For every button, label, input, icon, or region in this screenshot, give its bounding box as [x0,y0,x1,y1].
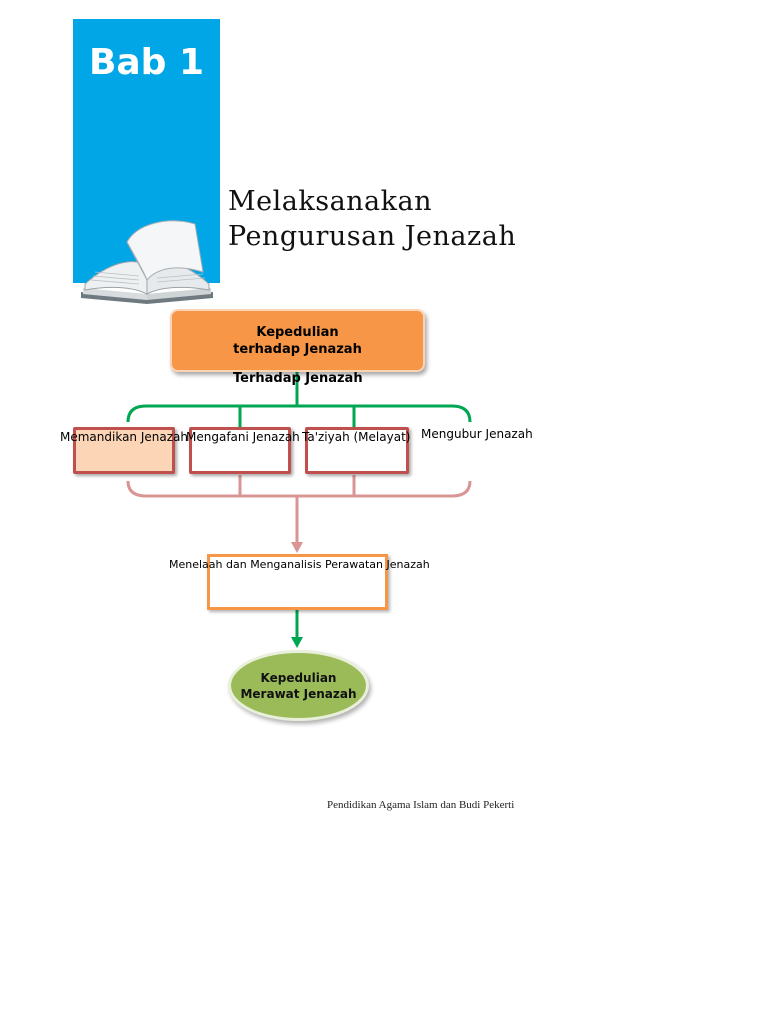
outcome-node-line-1: Kepedulian [240,670,356,686]
child-label-mengafani: Mengafani Jenazah [186,430,300,444]
child-label-mengubur: Mengubur Jenazah [421,427,533,441]
page-footer: Pendidikan Agama Islam dan Budi Pekerti [327,799,514,811]
analysis-node-label: Menelaah dan Menganalisis Perawatan Jena… [169,558,430,571]
root-node-sublabel: Terhadap Jenazah [233,371,363,386]
outcome-node: Kepedulian Merawat Jenazah [228,650,369,721]
root-node: Kepedulian terhadap Jenazah [170,309,425,372]
root-node-line-1: Kepedulian [233,324,362,341]
child-label-taziyah: Ta'ziyah (Melayat) [302,430,410,444]
root-node-line-2: terhadap Jenazah [233,341,362,358]
child-label-memandikan: Memandikan Jenazah [60,430,188,444]
outcome-node-line-2: Merawat Jenazah [240,686,356,702]
